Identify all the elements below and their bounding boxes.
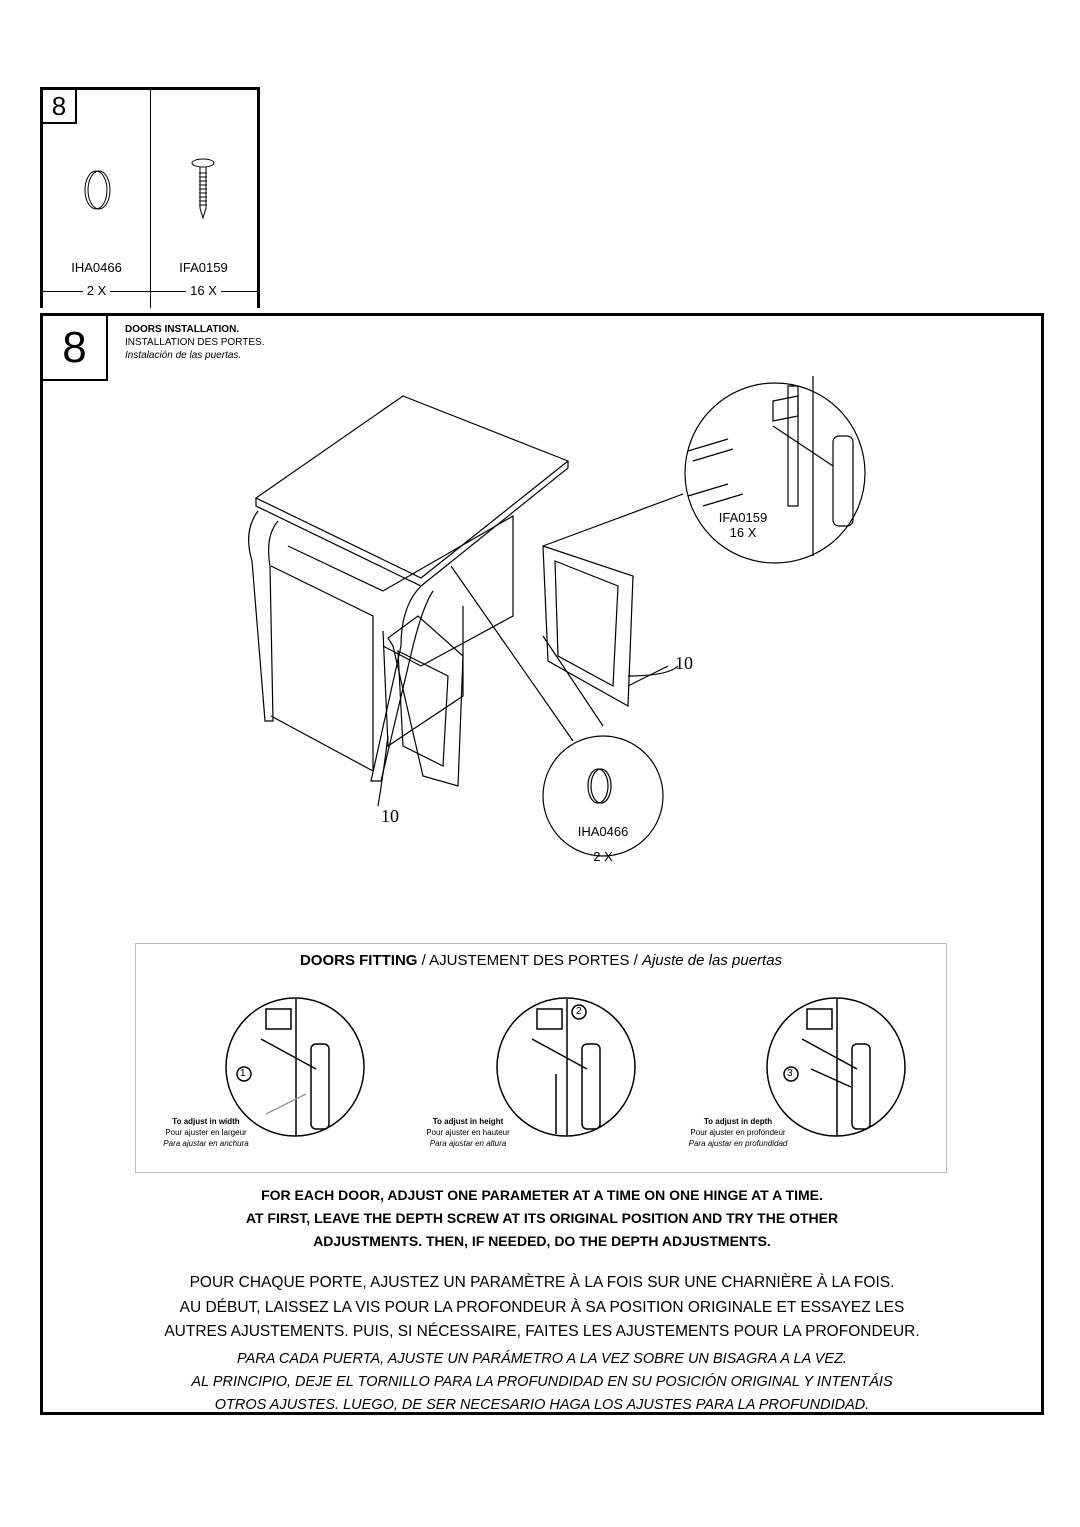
cap-icon: [84, 170, 111, 210]
part-code: IHA0466: [71, 260, 122, 275]
step-title-fr: INSTALLATION DES PORTES.: [125, 337, 265, 348]
step-title-en: DOORS INSTALLATION.: [125, 324, 240, 335]
part-code: IFA0159: [179, 260, 228, 275]
cap-callout-code: IHA0466: [577, 824, 629, 839]
door-label: 10: [675, 653, 693, 673]
caption-en: To adjust in depth: [703, 1117, 773, 1126]
screw-callout-qty: 16 X: [729, 525, 757, 540]
panel-number: 1: [240, 1068, 246, 1079]
part-qty: 2 X: [82, 283, 111, 298]
caption-fr: Pour ajuster en profondeur: [690, 1128, 786, 1137]
divider: [43, 291, 257, 292]
caption-fr: Pour ajuster en largeur: [165, 1128, 247, 1137]
fitting-title: DOORS FITTING / AJUSTEMENT DES PORTES / …: [299, 952, 783, 969]
hinge-illustrations: [225, 997, 906, 1137]
part-qty: 16 X: [186, 283, 221, 298]
instructions-en: FOR EACH DOOR, ADJUST ONE PARAMETER AT A…: [245, 1187, 839, 1249]
caption-es: Para ajustar en profundidad: [688, 1139, 788, 1148]
caption-fr: Pour ajuster en hauteur: [426, 1128, 510, 1137]
caption-en: To adjust in height: [432, 1117, 504, 1126]
screw-icon: [191, 158, 215, 220]
parts-box: 8 IHA0466 IFA0159 2 X 16 X: [40, 87, 260, 308]
caption-en: To adjust in width: [172, 1117, 240, 1126]
step-number: 8: [43, 316, 108, 381]
instructions-es: PARA CADA PUERTA, AJUSTE UN PARÁMETRO A …: [191, 1351, 893, 1413]
instructions-fr: POUR CHAQUE PORTE, AJUSTEZ UN PARAMÈTRE …: [164, 1274, 920, 1340]
cap-callout-qty: 2 X: [593, 849, 613, 864]
cabinet-illustration: [248, 376, 866, 857]
caption-es: Para ajustar en altura: [429, 1139, 507, 1148]
step-box: 8 DOORS INSTALLATION. INSTALLATION DES P…: [40, 313, 1044, 1415]
panel-number: 3: [787, 1068, 793, 1079]
caption-es: Para ajustar en anchura: [163, 1139, 249, 1148]
divider: [150, 90, 151, 308]
doors-fitting-panel: DOORS FITTING / AJUSTEMENT DES PORTES / …: [135, 943, 947, 1173]
parts-step-number: 8: [43, 90, 77, 124]
door-label: 10: [381, 806, 399, 826]
panel-number: 2: [576, 1006, 582, 1017]
screw-callout-code: IFA0159: [718, 510, 768, 525]
step-title-es: Instalación de las puertas.: [125, 350, 242, 361]
